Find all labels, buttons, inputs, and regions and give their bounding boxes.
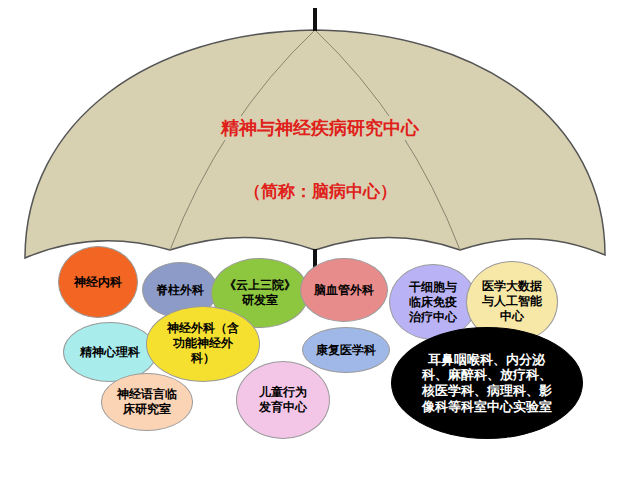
canopy [25,30,605,258]
department-ellipse: 神经外科（含功能神经外科） [146,306,261,382]
umbrella-group [25,8,605,268]
department-name: 神经内科 [72,275,124,290]
department-ellipse: 脑血管外科 [300,258,388,322]
department-ellipse: 神经语言临床研究室 [101,373,194,431]
department-name: 康复医学科 [314,343,378,358]
department-name: 脊柱外科 [154,283,206,298]
canopy-rib [170,30,315,250]
department-name: 儿童行为发育中心 [258,385,308,415]
department-name: 精神心理科 [78,345,142,360]
department-ellipse: 神经内科 [58,246,138,318]
umbrella-canopy: 精神与神经疾病研究中心 （简称：脑病中心） [20,6,620,268]
department-name: 医学大数据与人工智能中心 [481,279,543,324]
department-name: 耳鼻咽喉科、内分泌科、麻醉科、放疗科、核医学科、病理科、影像科等科室中心实验室 [416,352,558,415]
department-name: 脑血管外科 [312,283,376,298]
canopy-rib [315,30,460,250]
department-name: 干细胞与临床免疫治疗中心 [407,280,459,325]
department-ellipse: 康复医学科 [302,327,390,373]
canopy-text-row: （简称：脑病中心） [20,180,620,203]
department-name: 神经语言临床研究室 [116,387,178,417]
department-name: 神经外科（含功能神经外科） [166,321,240,366]
canopy-subtitle: （简称：脑病中心） [240,180,401,203]
umbrella-tip [313,8,317,31]
canopy-title: 精神与神经疾病研究中心 [217,116,423,140]
department-name: 《云上三院》研发室 [223,278,297,308]
department-ellipse: 耳鼻咽喉科、内分泌科、麻醉科、放疗科、核医学科、病理科、影像科等科室中心实验室 [391,327,584,439]
canopy-text-row: 精神与神经疾病研究中心 [20,116,620,140]
department-ellipse: 儿童行为发育中心 [236,361,330,439]
